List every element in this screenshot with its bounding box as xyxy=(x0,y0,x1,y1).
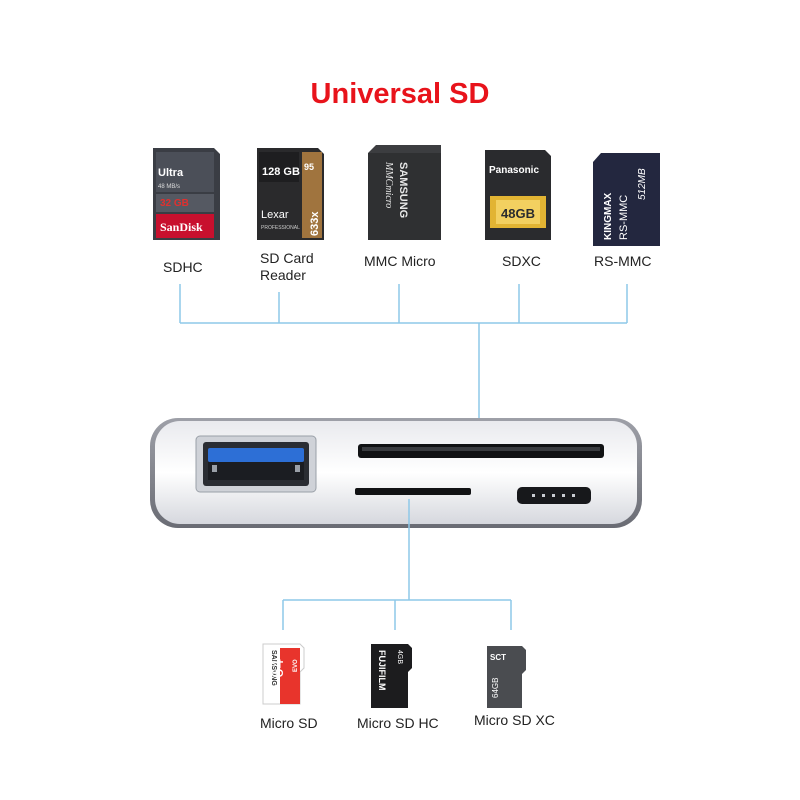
micro-sd-hc-card: FUJIFILM 4GB xyxy=(371,644,412,708)
label-micro-sd-xc: Micro SD XC xyxy=(474,712,555,728)
sdhc-speed-text: 48 MB/s xyxy=(158,184,180,190)
rs-mmc-card: KINGMAX RS-MMC 512MB xyxy=(593,153,660,246)
lexar-card: 128 GB 95 633x Lexar PROFESSIONAL xyxy=(257,148,324,240)
diagram-title: Universal SD xyxy=(310,78,490,110)
top-connector-lines xyxy=(179,284,628,455)
mmc-line-text: MMCmicro xyxy=(383,161,394,208)
rs-mmc-brand-text: KINGMAX xyxy=(603,192,614,240)
micro-sd-hc-capacity-text: 4GB xyxy=(396,650,403,664)
lexar-brand-text: Lexar xyxy=(261,209,289,221)
lexar-capacity-text: 128 GB xyxy=(262,166,300,178)
mmc-brand-text: SAMSUNG xyxy=(397,162,409,218)
micro-sd-line-text: EVO xyxy=(293,659,299,672)
micro-sd-hc-brand-text: FUJIFILM xyxy=(377,650,387,691)
sdhc-brand-text: SanDisk xyxy=(160,220,203,234)
label-sdxc: SDXC xyxy=(502,253,541,269)
sdhc-line-text: Ultra xyxy=(158,167,184,179)
micro-sd-xc-brand-text: SCT xyxy=(490,653,506,662)
lexar-line-text: PROFESSIONAL xyxy=(261,225,300,231)
micro-sd-card: SAMSUNG 64 EVO xyxy=(262,643,305,705)
label-sd-card-reader: SD Card Reader xyxy=(260,250,314,283)
lexar-rate-text: 95 xyxy=(304,162,314,172)
label-micro-sd: Micro SD xyxy=(260,715,318,731)
rs-mmc-capacity-text: 512MB xyxy=(637,168,648,200)
bottom-connector-lines xyxy=(282,499,512,630)
card-reader-hub xyxy=(150,418,642,528)
sdhc-capacity-text: 32 GB xyxy=(160,198,189,209)
label-sdhc: SDHC xyxy=(163,259,203,275)
micro-sd-xc-card: SCT 64GB xyxy=(487,646,526,708)
sdhc-card: Ultra 48 MB/s 32 GB SanDisk xyxy=(153,148,220,240)
label-rs-mmc: RS-MMC xyxy=(594,253,652,269)
sdxc-card: Panasonic 48GB xyxy=(485,150,551,240)
sdxc-capacity-text: 48GB xyxy=(501,206,535,221)
mmc-micro-card: SAMSUNG MMCmicro xyxy=(368,145,441,240)
micro-sd-brand-text: SAMSUNG xyxy=(270,650,277,686)
micro-sd-slot xyxy=(355,488,471,495)
micro-sd-capacity-text: 64 xyxy=(268,659,287,678)
lexar-speed-class-text: 633x xyxy=(309,211,321,236)
rs-mmc-line-text: RS-MMC xyxy=(618,195,630,240)
label-mmc-micro: MMC Micro xyxy=(364,253,436,269)
label-micro-sd-hc: Micro SD HC xyxy=(357,715,439,731)
micro-sd-xc-capacity-text: 64GB xyxy=(491,678,500,698)
sdxc-brand-text: Panasonic xyxy=(489,165,539,176)
